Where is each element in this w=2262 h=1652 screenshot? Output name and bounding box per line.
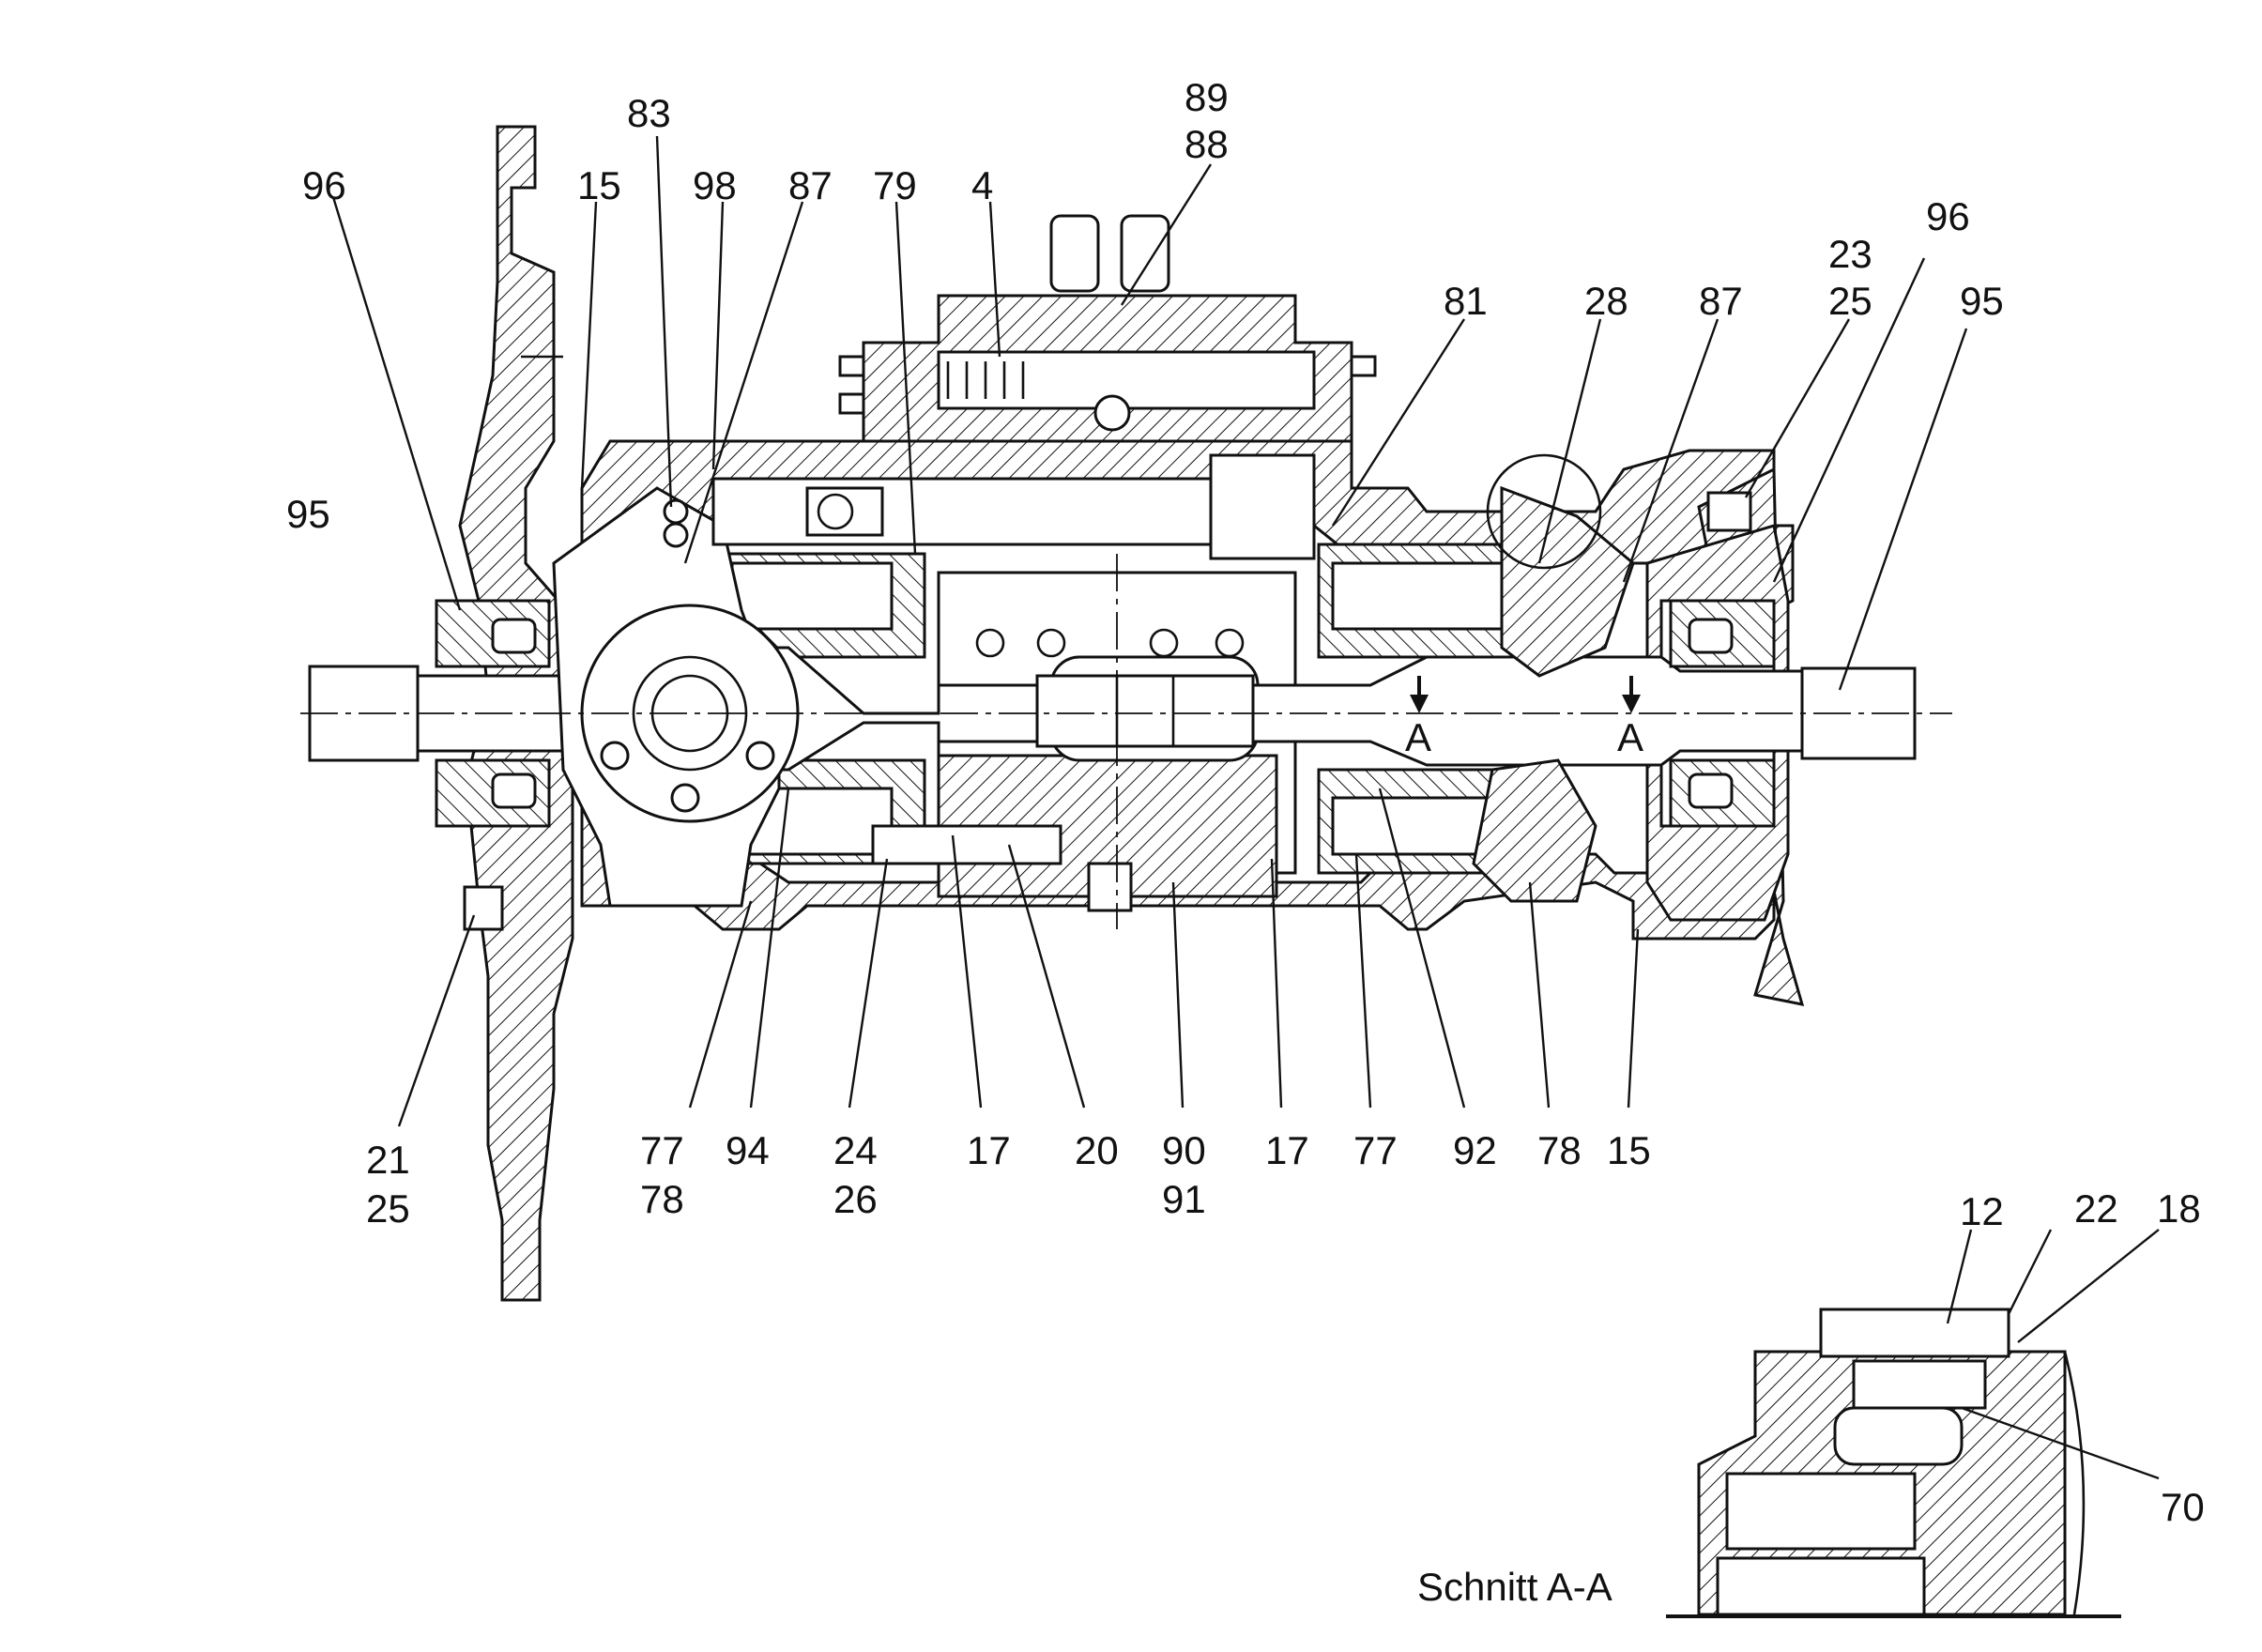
callout-81: 81 [1444,279,1488,323]
callout-21: 21 [366,1138,410,1182]
callout-92: 92 [1453,1128,1497,1172]
callout-77-a: 77 [640,1128,684,1172]
callout-70: 70 [2161,1485,2205,1529]
callout-4: 4 [971,163,993,207]
callout-12: 12 [1960,1189,2004,1233]
callout-89: 89 [1184,75,1229,119]
callout-25-top: 25 [1828,279,1872,323]
callout-96-left: 96 [302,163,346,207]
leader-lines [331,135,2160,1480]
callout-79: 79 [873,163,917,207]
callout-88: 88 [1184,122,1229,166]
callout-95-right: 95 [1960,279,2004,323]
callout-98: 98 [693,163,737,207]
callout-20: 20 [1075,1128,1119,1172]
callout-78-b: 78 [1537,1128,1582,1172]
callout-87-left: 87 [788,163,833,207]
section-caption: Schnitt A-A [1417,1565,1612,1609]
swash-plate-yoke [552,486,800,908]
callout-87-right: 87 [1699,279,1743,323]
callout-26: 26 [833,1177,878,1221]
callout-17-b: 17 [1265,1128,1309,1172]
callout-94: 94 [726,1128,770,1172]
callout-78-a: 78 [640,1177,684,1221]
callout-18: 18 [2157,1186,2201,1231]
callout-23: 23 [1828,232,1872,276]
callout-91: 91 [1162,1177,1206,1221]
callout-83: 83 [627,91,671,135]
section-marker-a1: A [1405,715,1431,759]
section-a-a-detail [1666,1308,2121,1618]
servo-piston [711,453,1316,560]
callout-17-a: 17 [967,1128,1011,1172]
callout-15-top: 15 [577,163,621,207]
callout-labels: 96 95 83 15 98 87 79 4 89 88 81 28 87 23… [286,75,2205,1529]
section-marker-a2: A [1617,715,1643,759]
section-arrow-a2: A [1617,676,1643,759]
control-valve-block [838,214,1377,443]
callout-96-right: 96 [1926,194,1970,238]
callout-24: 24 [833,1128,878,1172]
section-arrow-a1: A [1405,676,1431,759]
callout-28: 28 [1584,279,1628,323]
right-swash-elements [1472,453,1635,903]
callout-77-b: 77 [1353,1128,1398,1172]
right-bearing [1669,599,1776,828]
callout-90: 90 [1162,1128,1206,1172]
callout-15-bottom: 15 [1607,1128,1651,1172]
callout-95-left: 95 [286,492,330,536]
callout-22: 22 [2074,1186,2118,1231]
left-bearing [435,599,551,828]
plug-23 [1706,491,1752,532]
callout-25-bottom: 25 [366,1186,410,1231]
